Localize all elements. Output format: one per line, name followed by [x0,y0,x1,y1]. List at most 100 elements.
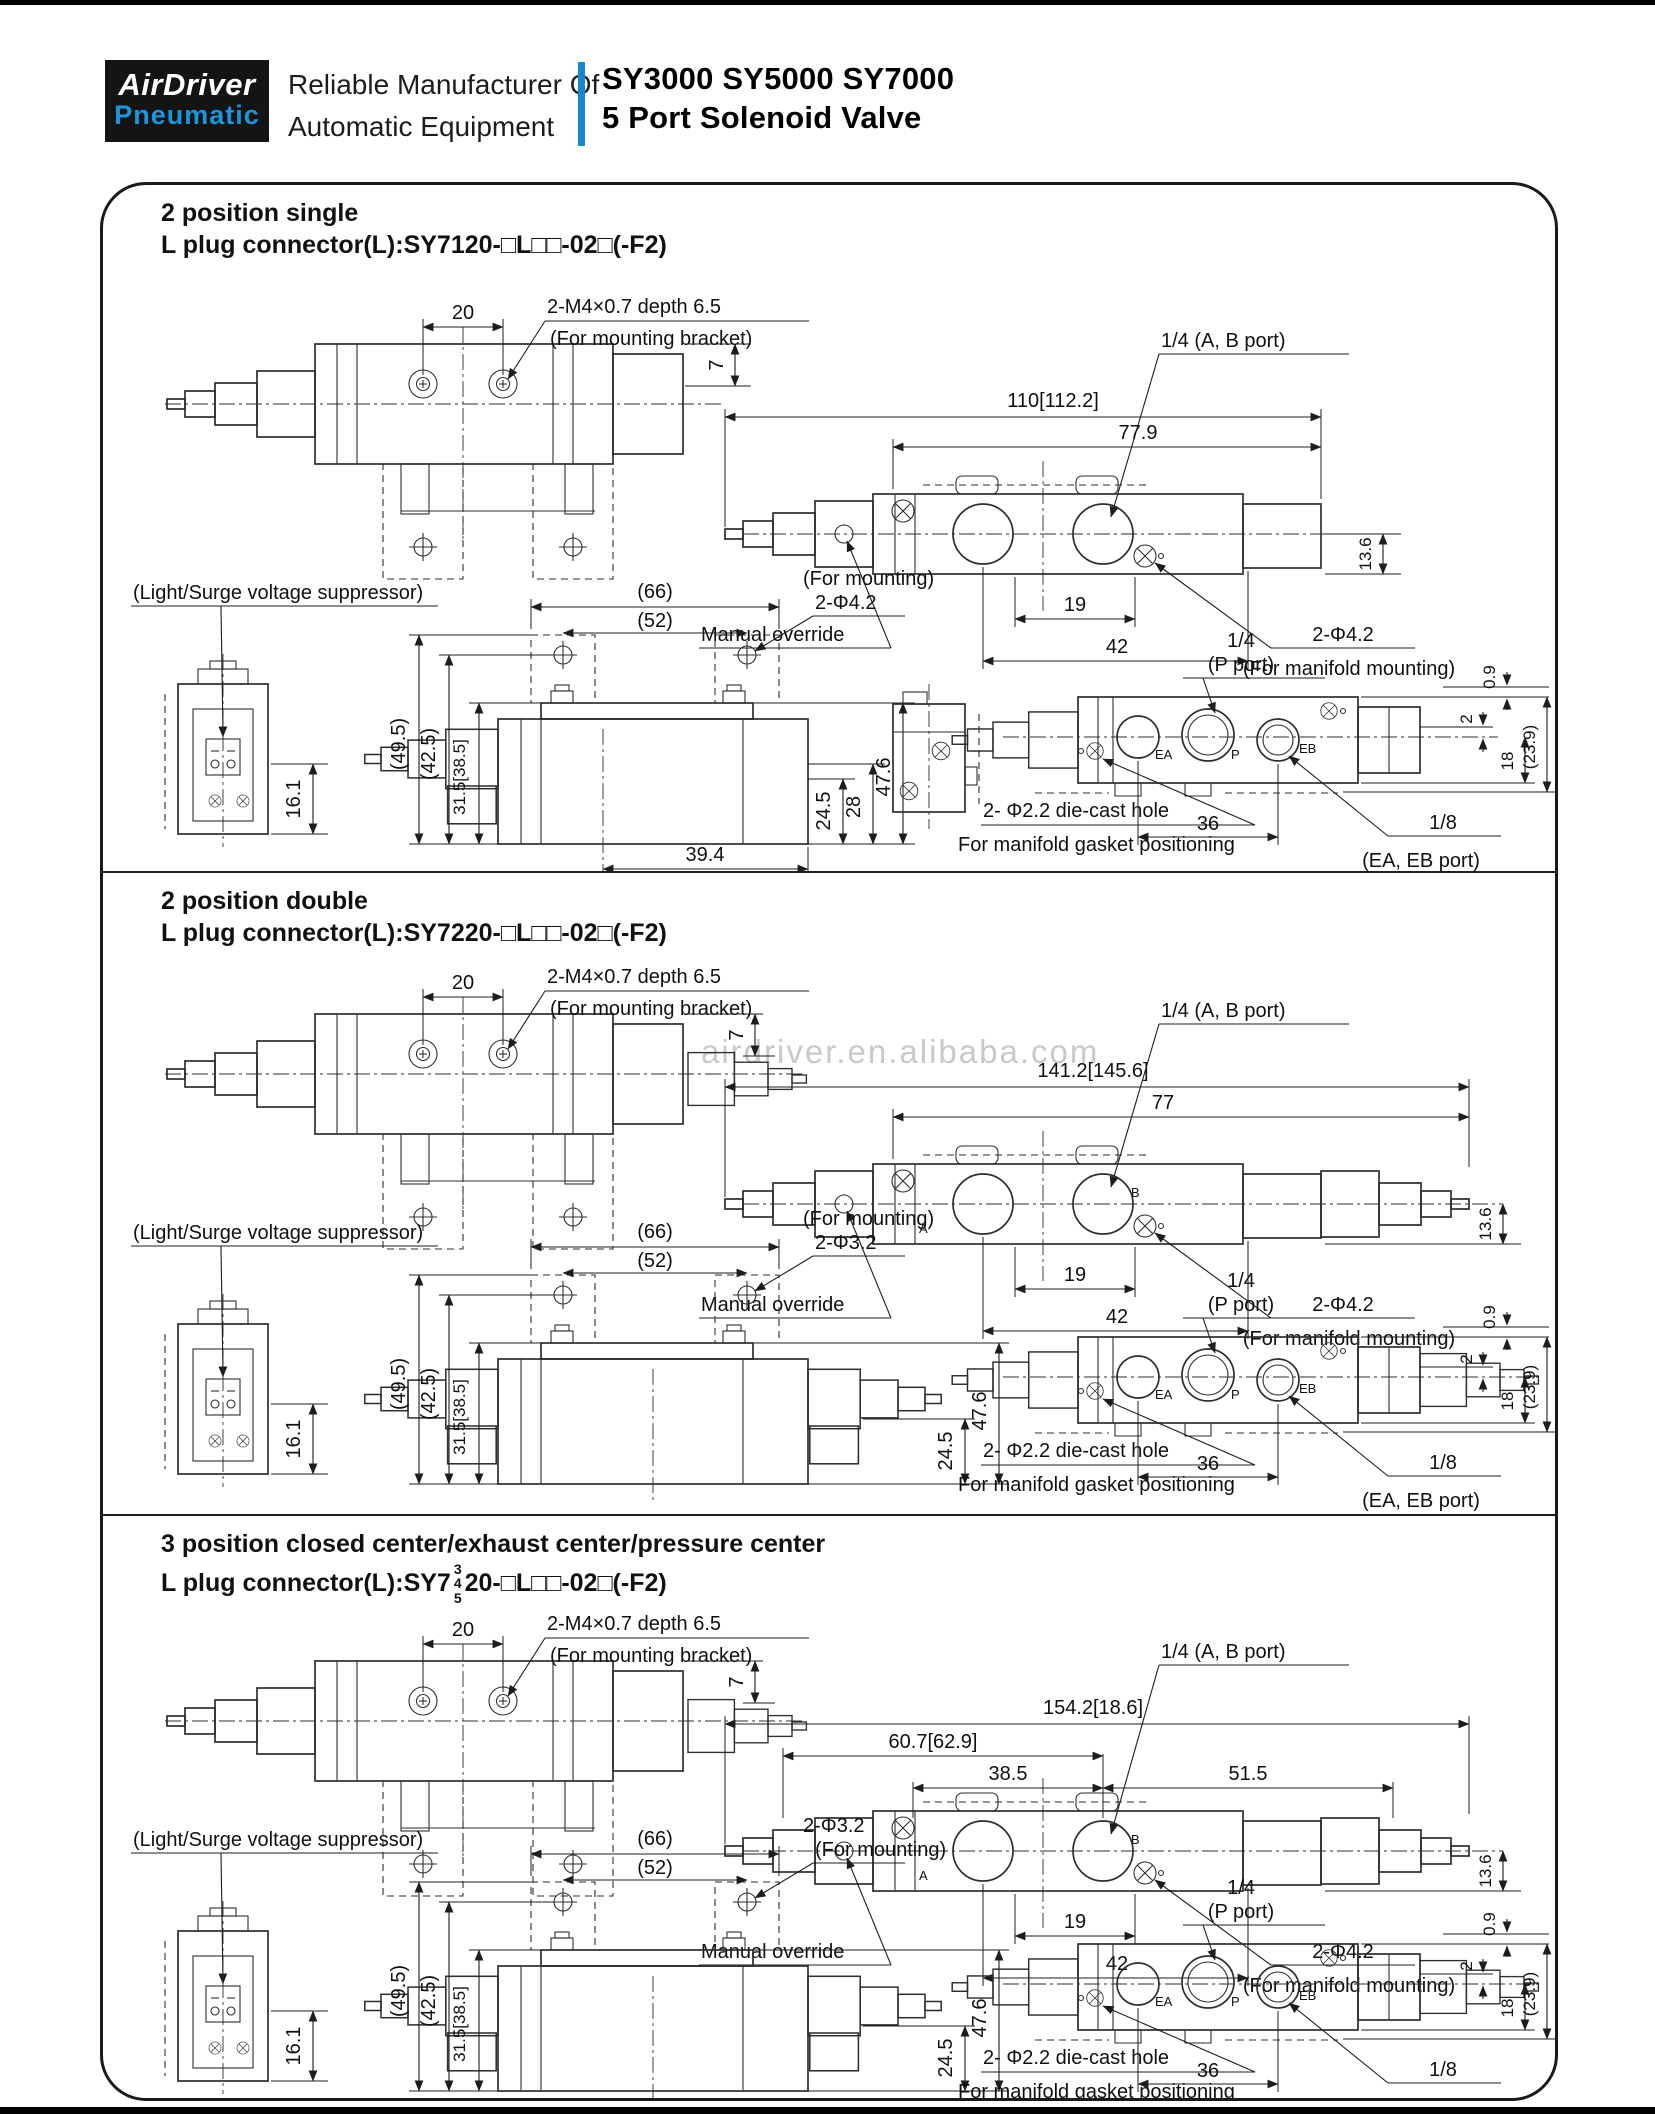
dim-label-body: 77 [1152,1092,1174,1114]
port-e-size: 1/8 [1429,1452,1457,1474]
dim-label-2: 2 [1457,1354,1476,1363]
dim-label-r3: 47.6 [969,1999,991,2038]
port-e-size: 1/8 [1429,812,1457,834]
model-code: L plug connector(L):SY7120-□L□□-02□(-F2) [161,231,667,259]
dimension-drawing-single: 20 2-M4×0.7 depth 6.5 (For mounting brac… [131,296,1555,871]
port-p-size: 1/4 [1227,630,1255,652]
dimension-drawing-3position: 20 2-M4×0.7 depth 6.5 (For mounting brac… [131,1613,1555,2101]
section-3-position: 3 position closed center/exhaust center/… [103,1514,1555,2101]
dim-label-total: 141.2[145.6] [1037,1060,1148,1082]
dim-label-mount: 42 [1106,1306,1128,1328]
valve-pport-view: EA P EB 1/4 (P port) 0.9 2 18 (23.9) 2- … [951,1270,1555,1512]
content-frame: 2 position single L plug connector(L):SY… [100,182,1558,2101]
stack-3: 3 [453,1561,462,1577]
dim-label-36: 36 [1197,2060,1219,2082]
label-a: A [919,1868,928,1883]
dim-label-height: 13.6 [1356,537,1375,570]
dim-label-total: 154.2[18.6] [1043,1697,1143,1719]
page-bottom-edge [0,2107,1655,2114]
section-2-position-single: 2 position single L plug connector(L):SY… [103,199,1555,871]
manual-override-label: Manual override [701,1294,844,1316]
dim-label-body: 60.7[62.9] [889,1731,978,1753]
dim-label-body: 77.9 [1119,422,1158,444]
dim-label-r2: 28 [843,796,865,818]
brand-sub: Pneumatic [114,100,260,130]
dimension-drawing-double: airdriver.en.alibaba.com 20 2-M4×0.7 dep… [131,966,1555,1512]
die-cast-note: 2- Φ2.2 die-cast hole [983,1440,1169,1462]
valve-side-view: (Light/Surge voltage suppressor) 16.1 [131,1815,1009,2098]
mount-note-line1: (For mounting) [803,568,934,590]
dim-label-2: 2 [1457,714,1476,723]
model-code-stack: 3 4 5 [454,1562,462,1605]
dim-label-09: 0.9 [1480,1305,1499,1329]
valve-pport-view: EA P EB 1/4 (P port) 0.9 2 18 (23.9) 2- … [951,1877,1555,2101]
section-title: 2 position double [161,887,368,915]
mount-note-line1: 2-Φ3.2 [803,1815,865,1837]
valve-pport-view: EA P EB 1/4 (P port) 0.9 2 18 (23.9) 2- … [951,630,1555,871]
port-p-label: P [1231,747,1240,762]
dim-label-09: 0.9 [1480,1912,1499,1936]
dim-label-2: 2 [1457,1961,1476,1970]
dim-label-h3: 31.5[38.5] [450,739,469,815]
dim-label-18: 18 [1498,1392,1517,1411]
model-code: L plug connector(L):SY7220-□L□□-02□(-F2) [161,919,667,947]
dim-label-18: 18 [1498,752,1517,771]
port-p-size: 1/4 [1227,1877,1255,1899]
dim-label-h3: 31.5[38.5] [450,1379,469,1455]
port-p-name: (P port) [1208,1901,1274,1923]
dim-label-total: 110[112.2] [1007,390,1099,412]
dim-label-w1: (66) [637,1828,673,1850]
dim-label-36: 36 [1197,1453,1219,1475]
mount-note-line2: 2-Φ4.2 [815,592,877,614]
tagline-line2: Automatic Equipment [288,111,555,142]
tagline: Reliable Manufacturer Of Automatic Equip… [288,64,599,148]
thread-note: 2-M4×0.7 depth 6.5 [547,1613,721,1635]
port-eb-label: EB [1299,1381,1316,1396]
dim-label-edge: 7 [726,1676,748,1687]
mount-hole-sub: (For manifold mounting) [1243,658,1455,680]
suppressor-label: (Light/Surge voltage suppressor) [133,582,423,604]
watermark: airdriver.en.alibaba.com [701,1033,1099,1070]
suppressor-label: (Light/Surge voltage suppressor) [133,1829,423,1851]
page-title-line2: 5 Port Solenoid Valve [602,99,922,135]
dim-label-r3: 47.6 [969,1392,991,1431]
page-title-line1: SY3000 SY5000 SY7000 [602,61,955,96]
mount-note-line2: (For mounting) [815,1839,946,1861]
dim-label-r1: 24.5 [813,792,835,831]
label-b: B [1131,1185,1140,1200]
valve-manifold-view: 110[112.2] 77.9 1/4 (A, B port) 13.6 Man… [699,330,1455,680]
valve-side-view: (Light/Surge voltage suppressor) 16.1 [131,1208,1009,1504]
valve-manifold-view: A B 141.2[145.6] 77 1/4 (A, B port) 13.6… [699,1000,1521,1350]
dim-label-pitch: 20 [452,1619,474,1641]
valve-side-view: (Light/Surge voltage suppressor) 16.1 [131,568,980,871]
dim-label-239: (23.9) [1520,1365,1539,1409]
port-e-size: 1/8 [1429,2059,1457,2081]
dim-label-edge: 7 [726,1029,748,1040]
port-ab-label: 1/4 (A, B port) [1161,1000,1286,1022]
dim-label-term: 16.1 [283,780,305,819]
port-eb-label: EB [1299,741,1316,756]
dim-label-r3: 47.6 [873,758,895,797]
dim-label-h2: (42.5) [418,1975,440,2027]
port-p-label: P [1231,1994,1240,2009]
valve-top-view: 20 2-M4×0.7 depth 6.5 (For mounting brac… [165,1613,809,1897]
dim-label-h1: (49.5) [388,718,410,770]
tagline-line1: Reliable Manufacturer Of [288,69,600,100]
dim-label-239: (23.9) [1520,1972,1539,2016]
dim-label-seg-a: 38.5 [989,1763,1028,1785]
section-title: 2 position single [161,199,359,227]
port-eaeb-label: (EA, EB port) [1362,2097,1480,2101]
dim-label-height: 13.6 [1476,1854,1495,1887]
thread-note-sub: (For mounting bracket) [550,328,752,350]
dim-label-term: 16.1 [283,2027,305,2066]
dim-label-base: 39.4 [686,844,725,866]
dim-label-h2: (42.5) [418,728,440,780]
port-p-name: (P port) [1208,1294,1274,1316]
page-top-edge [0,0,1655,5]
mount-note-line2: 2-Φ3.2 [815,1232,877,1254]
dim-label-pitch: 20 [452,972,474,994]
stack-4: 4 [453,1575,462,1592]
dim-label-w1: (66) [637,1221,673,1243]
manual-override-label: Manual override [701,624,844,646]
section-subtitle: L plug connector(L):SY7 3 4 5 20-□L□□-02… [161,1562,1555,1605]
